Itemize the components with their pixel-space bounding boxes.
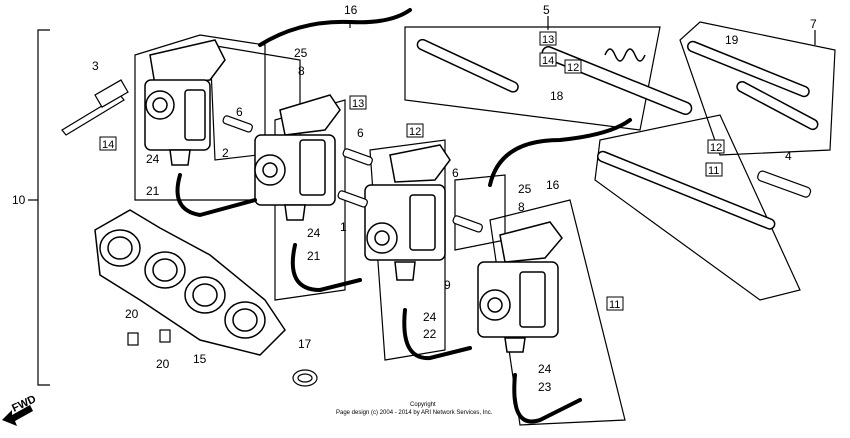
part-label: 16 bbox=[546, 178, 560, 192]
part-label: 24 bbox=[538, 362, 552, 376]
carburetor-2 bbox=[254, 94, 341, 221]
part-label: 22 bbox=[423, 327, 437, 341]
boxed-label: 12 bbox=[567, 62, 579, 74]
boxed-labels: 13 14 12 14 13 12 12 11 11 bbox=[102, 34, 722, 311]
part-label: 21 bbox=[146, 184, 160, 198]
boxed-label: 11 bbox=[708, 165, 719, 177]
boxed-label: 11 bbox=[609, 299, 620, 311]
part-label: 18 bbox=[550, 89, 564, 103]
part-labels: 16 5 7 3 25 8 19 13 14 12 18 6 2 13 6 12… bbox=[12, 3, 817, 394]
small-parts bbox=[61, 79, 812, 387]
part-label: 8 bbox=[518, 200, 525, 214]
hoses bbox=[175, 8, 632, 424]
boxed-label: 14 bbox=[542, 55, 554, 67]
part-label: 17 bbox=[298, 337, 312, 351]
part-label: 3 bbox=[92, 59, 99, 73]
part-label: 8 bbox=[298, 64, 305, 78]
part-label: 7 bbox=[810, 17, 817, 31]
part-label: 10 bbox=[12, 193, 26, 207]
boxed-label-frames bbox=[99, 31, 725, 311]
carburetor-bodies bbox=[144, 39, 563, 353]
boxed-label: 13 bbox=[542, 34, 554, 46]
part-label: 25 bbox=[294, 46, 308, 60]
part-label: 15 bbox=[193, 352, 207, 366]
part-label: 19 bbox=[725, 33, 739, 47]
shafts bbox=[416, 38, 819, 230]
fwd-arrow: FWD bbox=[2, 393, 38, 426]
part-label: 24 bbox=[307, 226, 321, 240]
boxed-label: 13 bbox=[352, 98, 364, 110]
part-label: 5 bbox=[543, 3, 550, 17]
part-label: 6 bbox=[357, 126, 364, 140]
part-label: 1 bbox=[340, 220, 347, 234]
part-label: 9 bbox=[444, 278, 451, 292]
intake-manifold bbox=[94, 209, 286, 356]
part-label: 20 bbox=[156, 357, 170, 371]
part-label: 24 bbox=[146, 152, 160, 166]
part-label: 21 bbox=[307, 249, 321, 263]
copyright-line-2: Page design (c) 2004 - 2014 by ARI Netwo… bbox=[336, 410, 493, 416]
part-label: 20 bbox=[125, 307, 139, 321]
part-label: 23 bbox=[538, 380, 552, 394]
copyright-line-1: Copyright bbox=[410, 402, 436, 408]
carburetor-3 bbox=[364, 144, 451, 281]
part-label: 25 bbox=[518, 182, 532, 196]
part-label: 2 bbox=[222, 146, 229, 160]
carburetor-4 bbox=[477, 221, 563, 353]
part-label: 6 bbox=[236, 105, 243, 119]
carburetor-1 bbox=[144, 39, 226, 166]
part-label: 16 bbox=[344, 3, 358, 17]
boxed-label: 14 bbox=[102, 139, 114, 151]
boxed-label: 12 bbox=[409, 126, 421, 138]
boxed-label: 12 bbox=[710, 142, 722, 154]
copyright-notice: Copyright Page design (c) 2004 - 2014 by… bbox=[336, 402, 493, 416]
part-label: 24 bbox=[423, 310, 437, 324]
part-label: 6 bbox=[452, 166, 459, 180]
part-label: 4 bbox=[785, 149, 792, 163]
